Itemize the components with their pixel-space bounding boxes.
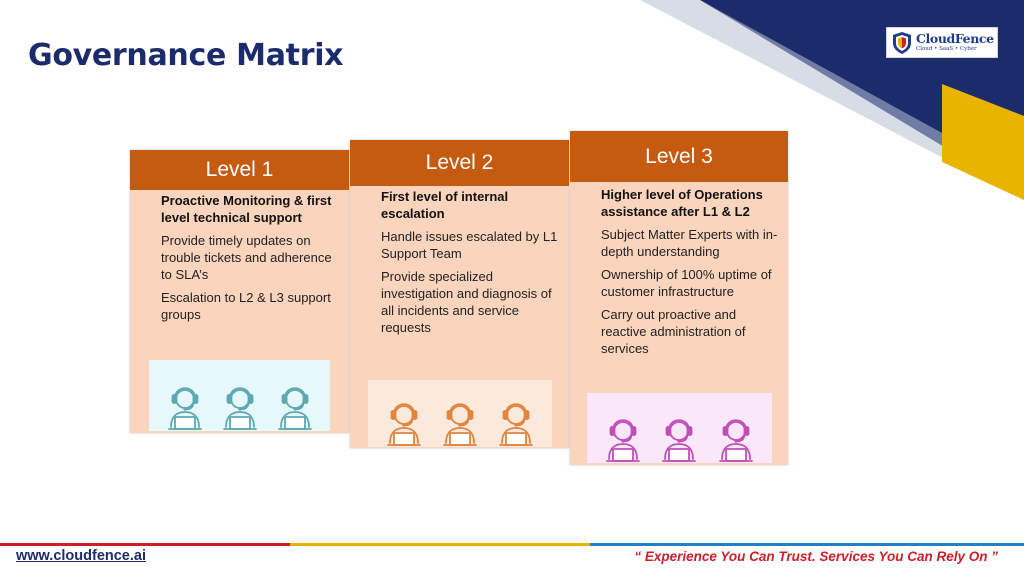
logo-tagline: Cloud • SaaS • Cyber — [916, 45, 977, 52]
level-1-card: Level 1 Proactive Monitoring & first lev… — [130, 150, 349, 433]
level-1-point: Escalation to L2 & L3 support groups — [161, 290, 331, 322]
level-3-point: Subject Matter Experts with in-depth und… — [601, 227, 778, 259]
support-agent-icon — [499, 403, 533, 446]
logo-name: CloudFence — [916, 31, 994, 46]
level-3-card: Level 3 Higher level of Operations assis… — [570, 131, 788, 465]
level-1-header: Level 1 — [130, 150, 349, 190]
level-2-agents-panel — [368, 380, 552, 447]
level-1-lead: Proactive Monitoring & first level techn… — [161, 193, 332, 225]
footer-tagline: “ Experience You Can Trust. Services You… — [634, 549, 998, 564]
website-link[interactable]: www.cloudfence.ai — [16, 548, 146, 564]
cloudfence-logo: CloudFence Cloud • SaaS • Cyber — [886, 27, 998, 58]
support-agent-icon — [606, 419, 641, 462]
level-3-lead: Higher level of Operations assistance af… — [601, 187, 763, 219]
support-agent-icon — [718, 419, 753, 462]
level-3-agents-panel — [587, 393, 772, 463]
level-3-point: Carry out proactive and reactive adminis… — [601, 307, 746, 356]
support-agent-icon — [443, 403, 477, 446]
level-3-body: Higher level of Operations assistance af… — [601, 186, 780, 363]
slide-title: Governance Matrix — [28, 38, 344, 73]
level-1-body: Proactive Monitoring & first level techn… — [161, 192, 341, 329]
level-1-point: Provide timely updates on trouble ticket… — [161, 233, 332, 282]
level-1-agents-panel — [149, 360, 330, 431]
support-agent-icon — [222, 387, 257, 430]
level-2-header: Level 2 — [350, 140, 569, 186]
level-3-point: Ownership of 100% uptime of customer inf… — [601, 267, 772, 299]
level-2-card: Level 2 First level of internal escalati… — [350, 140, 569, 448]
level-2-lead: First level of internal escalation — [381, 189, 509, 221]
level-2-point: Handle issues escalated by L1 Support Te… — [381, 229, 558, 261]
level-2-body: First level of internal escalation Handl… — [381, 188, 561, 342]
shield-icon — [893, 31, 911, 54]
support-agent-icon — [277, 387, 312, 430]
support-agent-icon — [662, 419, 697, 462]
support-agent-icon — [387, 403, 421, 446]
level-3-header: Level 3 — [570, 131, 788, 182]
support-agent-icon — [167, 387, 202, 430]
level-2-point: Provide specialized investigation and di… — [381, 269, 552, 335]
